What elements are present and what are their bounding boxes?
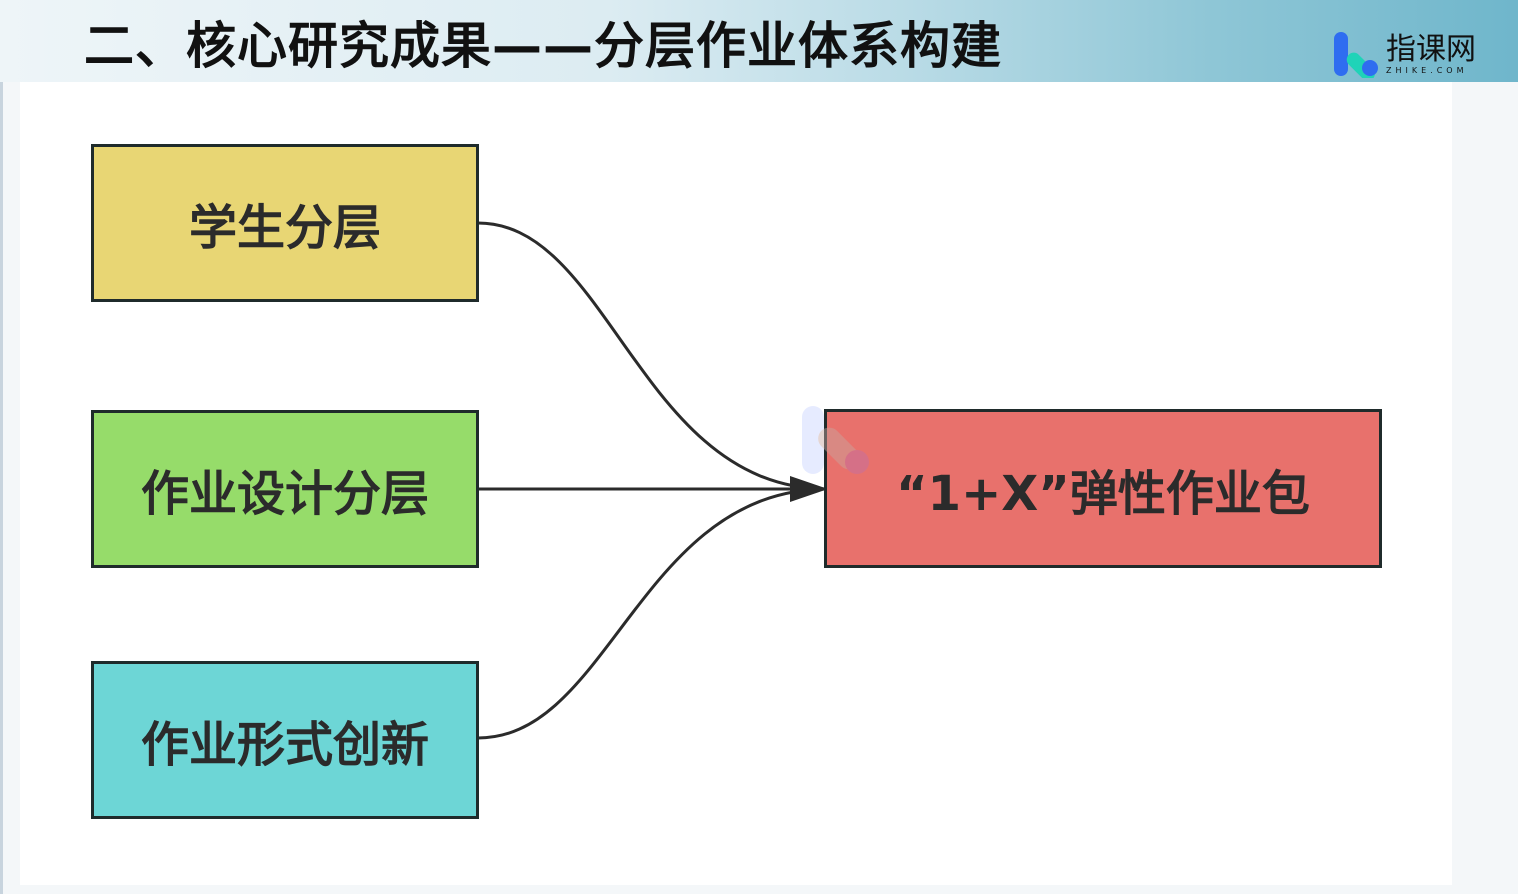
node-label: “1+X”弹性作业包 xyxy=(896,465,1310,522)
node-homework-design-layering: 作业设计分层 xyxy=(91,410,479,568)
node-label: 学生分层 xyxy=(188,200,381,256)
node-student-layering: 学生分层 xyxy=(91,144,479,302)
zhike-logo: 指课网 ZHIKE.COM xyxy=(1334,30,1476,81)
watermark xyxy=(802,404,872,476)
node-homework-form-innovation: 作业形式创新 xyxy=(91,661,479,819)
node-flexible-homework-package: “1+X”弹性作业包 xyxy=(824,409,1382,568)
node-label: 作业设计分层 xyxy=(140,466,429,522)
node-label: 作业形式创新 xyxy=(140,717,429,773)
arrowhead-icon xyxy=(790,476,828,502)
logo-subtext: ZHIKE.COM xyxy=(1386,65,1468,75)
watermark-logo-icon xyxy=(802,406,869,474)
logo-mark-icon xyxy=(1334,30,1380,81)
connector-bottom xyxy=(477,487,829,740)
left-edge xyxy=(0,82,3,894)
slide-header: 二、核心研究成果——分层作业体系构建 指课网 ZHIKE.COM xyxy=(0,0,1518,82)
logo-text: 指课网 xyxy=(1386,31,1476,67)
slide-title: 二、核心研究成果——分层作业体系构建 xyxy=(84,17,1002,75)
connector-top xyxy=(477,221,829,491)
